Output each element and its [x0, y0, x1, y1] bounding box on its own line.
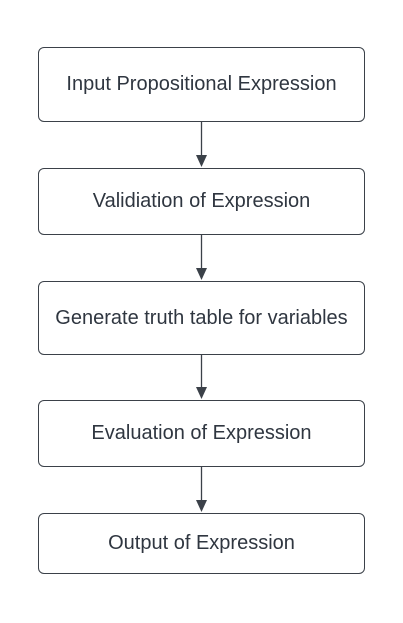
step-label: Generate truth table for variables	[55, 306, 348, 329]
step-label: Input Propositional Expression	[66, 73, 337, 95]
connector-2-arrowhead	[196, 268, 207, 280]
connector-3-arrowhead	[196, 387, 207, 399]
step-label: Output of Expression	[108, 532, 295, 554]
step-generate-truth-table: Generate truth table for variables	[38, 281, 365, 355]
step-output: Output of Expression	[38, 513, 365, 574]
step-label: Evaluation of Expression	[91, 422, 312, 444]
connector-1-arrowhead	[196, 155, 207, 167]
step-label: Validiation of Expression	[92, 190, 311, 212]
connector-4-arrowhead	[196, 500, 207, 512]
step-evaluation: Evaluation of Expression	[38, 400, 365, 467]
step-validation: Validiation of Expression	[38, 168, 365, 235]
step-input-expression: Input Propositional Expression	[38, 47, 365, 122]
